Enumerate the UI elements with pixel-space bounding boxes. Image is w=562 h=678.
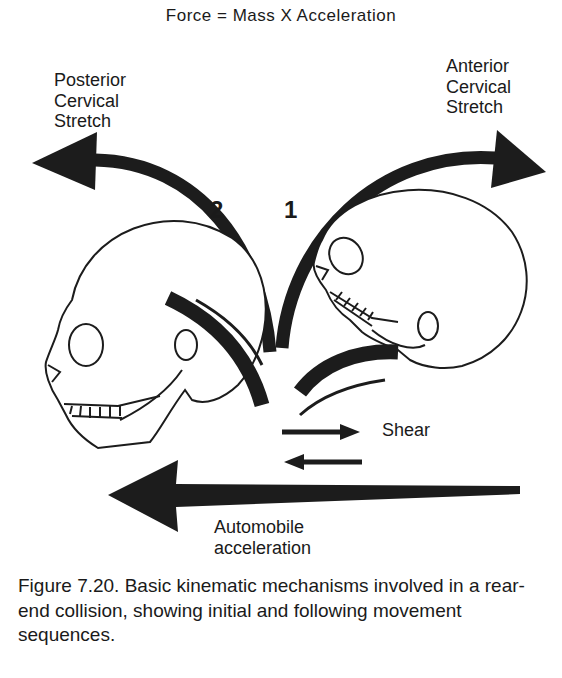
posterior-neck-arc [168, 298, 262, 405]
left-skull [46, 221, 266, 448]
shear-label: Shear [382, 420, 462, 442]
posterior-arrowhead [32, 132, 97, 190]
shear-arrowhead [284, 454, 304, 470]
sequence-number: 2 [210, 196, 240, 225]
posterior-stretch-label: Posterior Cervical Stretch [54, 70, 154, 132]
figure-caption: Figure 7.20. Basic kinematic mechanisms … [18, 574, 546, 648]
shear-arrow [282, 430, 342, 435]
acceleration-arrow [108, 460, 520, 532]
sequence-number: 1 [284, 196, 314, 225]
shear-arrowhead [340, 424, 360, 440]
shear-arrow [302, 460, 362, 465]
neck-outline [196, 300, 262, 365]
neck-outline [300, 380, 385, 415]
right-skull [314, 190, 527, 368]
acceleration-label: Automobile acceleration [214, 517, 354, 558]
anterior-arrowhead [491, 130, 546, 188]
anterior-stretch-label: Anterior Cervical Stretch [446, 56, 546, 118]
equation-title: Force = Mass X Acceleration [0, 6, 562, 26]
anterior-neck-arc [300, 352, 398, 392]
